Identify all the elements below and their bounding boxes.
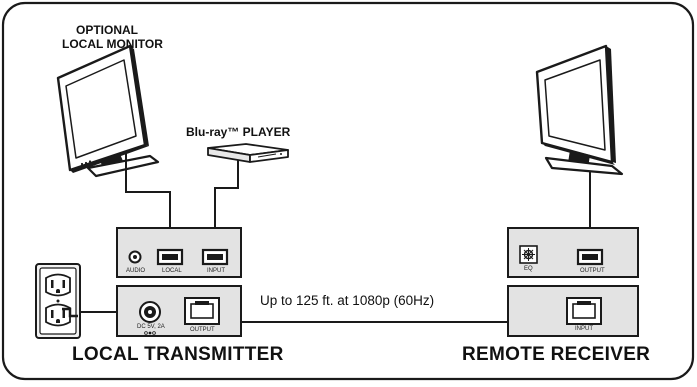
bluray-player	[207, 143, 289, 163]
receiver-label: REMOTE RECEIVER	[462, 344, 651, 365]
outlet-receptacle-bottom	[45, 303, 71, 327]
audio-port-label: AUDIO	[126, 268, 146, 274]
receiver-bottom-unit	[507, 285, 639, 337]
cable-player	[214, 160, 239, 250]
receiver-output-label: OUTPUT	[580, 268, 605, 274]
local-port-label: LOCAL	[162, 268, 182, 274]
input-port-label: INPUT	[207, 268, 225, 274]
cable-local-monitor	[125, 152, 171, 250]
optional-monitor-label: OPTIONAL LOCAL MONITOR	[62, 23, 163, 51]
diagram-frame	[1, 1, 695, 381]
transmitter-top-unit	[116, 227, 242, 278]
optional-monitor-line1: OPTIONAL	[76, 23, 138, 37]
local-monitor	[56, 44, 160, 178]
outlet-receptacle-top	[45, 273, 71, 297]
wall-outlet	[35, 263, 81, 339]
eq-label: EQ	[524, 266, 533, 272]
remote-monitor	[535, 44, 624, 176]
polarity-symbol	[144, 331, 156, 335]
transmitter-label: LOCAL TRANSMITTER	[72, 344, 284, 365]
cable-spec-label: Up to 125 ft. at 1080p (60Hz)	[260, 293, 435, 308]
player-label: Blu-ray™ PLAYER	[186, 125, 291, 139]
receiver-input-label: INPUT	[575, 326, 593, 332]
output-port-label: OUTPUT	[190, 327, 215, 333]
power-port-label: DC 5V, 2A	[137, 324, 165, 330]
transmitter-bottom-unit	[116, 285, 242, 337]
receiver-top-unit	[507, 227, 639, 278]
optional-monitor-line2: LOCAL MONITOR	[62, 37, 163, 51]
